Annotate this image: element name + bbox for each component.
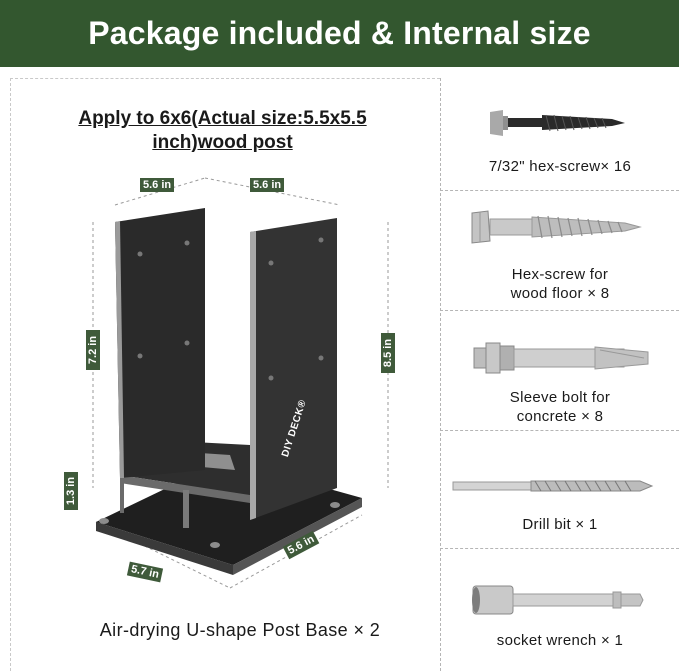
fit-description: Apply to 6x6(Actual size:5.5x5.5 inch)wo… xyxy=(30,107,415,155)
row-divider xyxy=(440,548,679,549)
row-divider xyxy=(440,310,679,311)
product-caption: Air-drying U-shape Post Base × 2 xyxy=(99,620,381,640)
item-label-line1: Hex-screw for xyxy=(511,266,609,283)
left-wall xyxy=(115,208,205,478)
right-wall xyxy=(250,218,337,520)
fit-description-line2: inch)wood post xyxy=(152,132,293,153)
item-label: 7/32" hex-screw× 16 xyxy=(488,158,632,175)
dimension-height-inner: 7.2 in xyxy=(86,330,100,370)
item-label-line2: wood floor × 8 xyxy=(510,285,610,302)
panel-border-left xyxy=(10,78,11,671)
dimension-base-height: 1.3 in xyxy=(64,472,78,510)
item-label-line2: concrete × 8 xyxy=(516,408,604,425)
banner-title: Package included & Internal size xyxy=(88,15,591,51)
column-divider xyxy=(440,78,441,671)
item-label: socket wrench × 1 xyxy=(496,632,624,649)
item-label: Hex-screw for wood floor × 8 xyxy=(441,265,679,303)
item-label: Sleeve bolt for concrete × 8 xyxy=(441,388,679,426)
item-label: Drill bit × 1 xyxy=(522,516,598,533)
panel-border-top xyxy=(10,78,440,79)
dimension-width-right: 5.6 in xyxy=(250,178,285,192)
dimension-height-outer: 8.5 in xyxy=(381,333,395,373)
dimension-width-left: 5.6 in xyxy=(140,178,175,192)
header-banner: Package included & Internal size xyxy=(0,0,679,67)
item-label-line1: Sleeve bolt for xyxy=(509,389,611,406)
fit-description-line1: Apply to 6x6(Actual size:5.5x5.5 xyxy=(78,108,367,129)
row-divider xyxy=(440,430,679,431)
row-divider xyxy=(440,190,679,191)
